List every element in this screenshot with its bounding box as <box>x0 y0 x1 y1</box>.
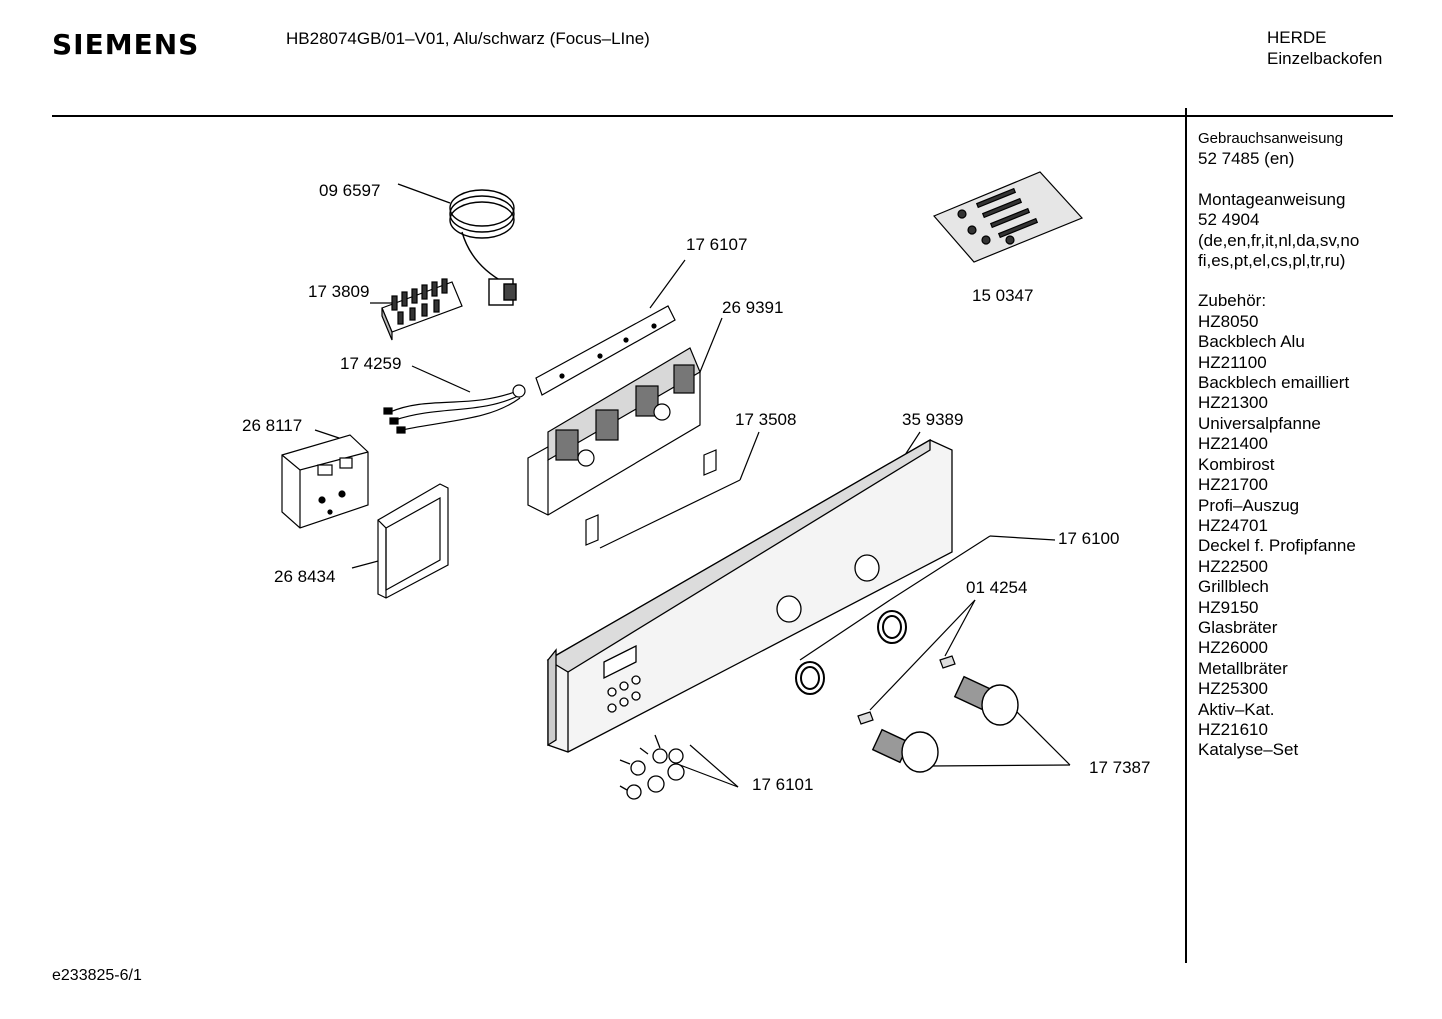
category-label: HERDE <box>1267 28 1327 47</box>
mounting-languages-2: fi,es,pt,el,cs,pl,tr,ru) <box>1198 251 1346 271</box>
accessory-code: HZ21300 <box>1198 393 1268 413</box>
accessories-title: Zubehör: <box>1198 291 1267 311</box>
part-label-096597: 09 6597 <box>319 181 381 200</box>
control-housing-part <box>527 347 701 516</box>
accessory-code: HZ25300 <box>1198 679 1268 699</box>
part-label-014254: 01 4254 <box>966 578 1028 597</box>
accessory-code: HZ21700 <box>1198 475 1268 495</box>
sidebar-divider <box>1185 108 1187 963</box>
accessory-name: Metallbräter <box>1198 658 1288 678</box>
small-clip-part <box>857 655 956 725</box>
drawing-id: e233825-6/1 <box>52 967 142 984</box>
part-label-173508: 17 3508 <box>735 410 797 429</box>
category-block: HERDE Einzelbackofen <box>1267 27 1382 69</box>
accessory-code: HZ21100 <box>1198 352 1267 372</box>
wiring-harness-part <box>383 384 526 434</box>
mounting-languages-1: (de,en,fr,it,nl,da,sv,no <box>1198 230 1360 250</box>
clip-part <box>585 449 717 546</box>
accessory-code: HZ21610 <box>1198 719 1268 739</box>
subcategory-label: Einzelbackofen <box>1267 49 1383 68</box>
part-label-176100: 17 6100 <box>1058 529 1120 548</box>
part-label-176107: 17 6107 <box>686 235 748 254</box>
selector-switch-part <box>381 278 463 341</box>
control-strip-part <box>535 305 676 396</box>
manual-title: Gebrauchsanweisung <box>1198 130 1344 147</box>
part-label-176101: 17 6101 <box>752 775 814 794</box>
thermostat-sensor-part <box>397 183 517 306</box>
accessory-name: Backblech Alu <box>1198 332 1305 352</box>
part-label-150347: 15 0347 <box>972 286 1034 305</box>
mounting-code: 52 4904 <box>1198 210 1260 230</box>
accessory-code: HZ9150 <box>1198 597 1259 617</box>
mounting-title: Montageanweisung <box>1198 189 1346 209</box>
model-title: HB28074GB/01–V01, Alu/schwarz (Focus–LIn… <box>286 29 650 48</box>
header-divider <box>52 115 1393 117</box>
accessory-code: HZ24701 <box>1198 515 1268 535</box>
accessory-code: HZ22500 <box>1198 556 1268 576</box>
knob-ring-part <box>795 610 907 695</box>
accessory-code: HZ26000 <box>1198 638 1268 658</box>
accessory-name: Backblech emailliert <box>1198 373 1350 393</box>
part-label-269391: 26 9391 <box>722 298 784 317</box>
manual-code: 52 7485 (en) <box>1198 149 1295 169</box>
screw-bag-part <box>933 171 1084 263</box>
part-label-268117: 26 8117 <box>242 416 303 435</box>
sidebar-info: Gebrauchsanweisung 52 7485 (en) Montagea… <box>1198 129 1359 761</box>
frame-holder-part <box>377 483 449 599</box>
front-panel-part <box>546 438 953 753</box>
accessory-name: Kombirost <box>1198 454 1275 474</box>
part-label-177387: 17 7387 <box>1089 758 1151 777</box>
accessory-name: Aktiv–Kat. <box>1198 699 1275 719</box>
accessory-name: Katalyse–Set <box>1198 740 1299 760</box>
accessory-name: Profi–Auszug <box>1198 495 1300 515</box>
accessory-name: Grillblech <box>1198 577 1269 597</box>
part-label-359389: 35 9389 <box>902 410 964 429</box>
rotary-knob-part <box>871 675 1019 773</box>
accessory-name: Universalpfanne <box>1198 413 1321 433</box>
accessory-code: HZ8050 <box>1198 311 1259 331</box>
exploded-parts-drawing <box>281 171 1084 800</box>
siemens-logo: SIEMENS <box>52 28 200 61</box>
accessory-name: Glasbräter <box>1198 617 1278 637</box>
accessory-code: HZ21400 <box>1198 434 1268 454</box>
module-bracket-part <box>281 434 369 529</box>
part-label-268434: 26 8434 <box>274 567 336 586</box>
part-label-173809: 17 3809 <box>308 282 370 301</box>
push-button-part <box>619 734 685 800</box>
accessory-name: Deckel f. Profipfanne <box>1198 536 1356 556</box>
part-label-174259: 17 4259 <box>340 354 402 373</box>
